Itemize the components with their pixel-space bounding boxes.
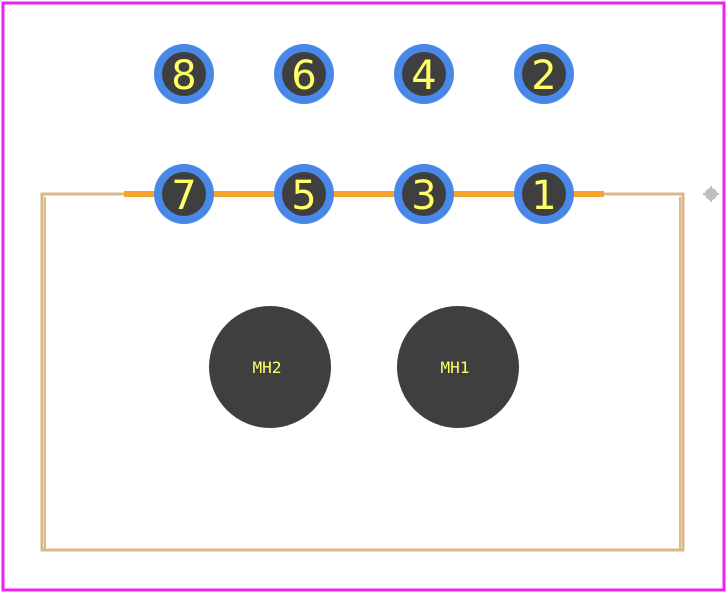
pad-label: 7 [171, 173, 196, 219]
mounting-holes-layer: MH2 MH1 [209, 306, 519, 428]
pad-drill [162, 52, 206, 96]
pad-label: 3 [411, 173, 436, 219]
pad-label: 6 [291, 53, 316, 99]
fabrication-outline [40, 192, 685, 552]
pad-label: 2 [531, 53, 556, 99]
silkscreen-outline [44, 197, 681, 551]
pad-drill [522, 172, 566, 216]
pad-drill [402, 172, 446, 216]
pad-2: 2 [514, 44, 574, 104]
pad-drill [282, 52, 326, 96]
pad-label: 8 [171, 53, 196, 99]
pad-5: 5 [274, 164, 334, 224]
pad-label: 1 [531, 173, 556, 219]
pad-drill [522, 52, 566, 96]
mounting-hole-mh2: MH2 [209, 306, 331, 428]
pad-drill [162, 172, 206, 216]
pad-drill [282, 172, 326, 216]
mounting-hole-drill [209, 306, 331, 428]
pad-label: 4 [411, 53, 436, 99]
origin-marker [703, 186, 719, 202]
pad-6: 6 [274, 44, 334, 104]
pad-8: 8 [154, 44, 214, 104]
pad-label: 5 [291, 173, 316, 219]
mounting-hole-label: MH1 [441, 358, 470, 377]
pads-layer: 8 6 4 2 7 5 3 1 [154, 44, 574, 224]
pad-4: 4 [394, 44, 454, 104]
mounting-hole-label: MH2 [253, 358, 282, 377]
mounting-hole-drill [397, 306, 519, 428]
pad-7: 7 [154, 164, 214, 224]
pad-3: 3 [394, 164, 454, 224]
pad-1: 1 [514, 164, 574, 224]
pad-drill [402, 52, 446, 96]
mounting-hole-mh1: MH1 [397, 306, 519, 428]
